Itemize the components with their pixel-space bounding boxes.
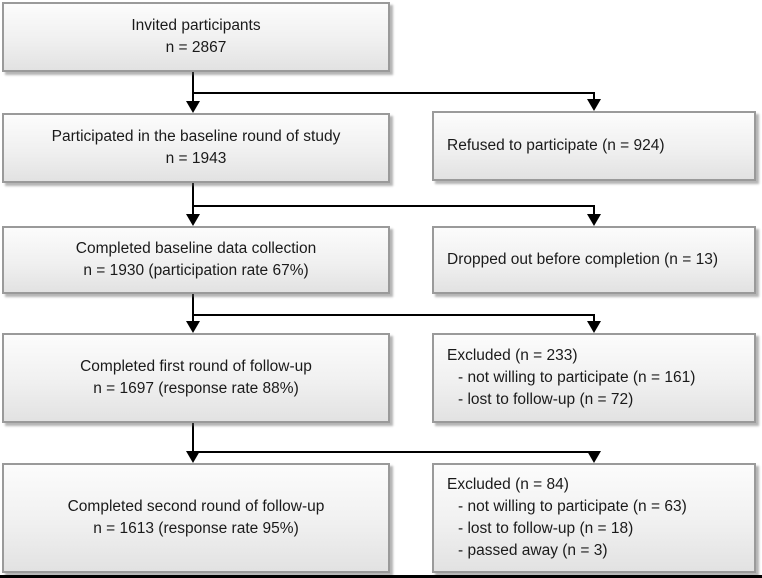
box-text-line: Completed second round of follow-up	[67, 498, 325, 515]
arrow-down-icon	[587, 321, 601, 333]
arrow-down-icon	[587, 451, 601, 463]
flow-box-excluded-second: Excluded (n = 84) - not willing to parti…	[432, 463, 756, 573]
box-subitem-line: - not willing to participate (n = 63)	[458, 498, 687, 515]
box-text-line: Completed first round of follow-up	[80, 358, 312, 375]
flow-box-invited-participants: Invited participants n = 2867	[2, 2, 390, 72]
arrow-down-icon	[186, 451, 200, 463]
connector-1	[192, 72, 595, 103]
flow-box-baseline-round: Participated in the baseline round of st…	[2, 113, 390, 183]
box-text-line: Refused to participate (n = 924)	[447, 137, 665, 154]
arrow-down-icon	[587, 99, 601, 111]
connector-4	[192, 423, 595, 453]
box-count-line: n = 1930 (participation rate 67%)	[83, 262, 309, 279]
connector-3	[192, 294, 595, 323]
box-count-line: n = 2867	[165, 39, 227, 56]
arrow-down-icon	[186, 101, 200, 113]
arrow-down-icon	[186, 321, 200, 333]
box-subitem-line: - not willing to participate (n = 161)	[458, 369, 696, 386]
box-text-line: Invited participants	[131, 17, 261, 34]
box-text-line: Completed baseline data collection	[75, 240, 317, 257]
box-subitem-line: - lost to follow-up (n = 72)	[458, 391, 634, 408]
arrow-down-icon	[587, 214, 601, 226]
box-text-line: Excluded (n = 233)	[447, 347, 578, 364]
page-bottom-border	[0, 575, 762, 578]
box-subitem-line: - passed away (n = 3)	[458, 542, 608, 559]
box-text-line: Dropped out before completion (n = 13)	[447, 251, 718, 268]
flow-box-refused: Refused to participate (n = 924)	[432, 111, 756, 181]
flow-box-followup-second: Completed second round of follow-up n = …	[2, 463, 390, 573]
flow-box-excluded-first: Excluded (n = 233) - not willing to part…	[432, 333, 756, 423]
box-count-line: n = 1943	[165, 150, 227, 167]
box-text-line: Participated in the baseline round of st…	[51, 128, 341, 145]
flow-box-followup-first: Completed first round of follow-up n = 1…	[2, 333, 390, 423]
flow-box-baseline-completed: Completed baseline data collection n = 1…	[2, 226, 390, 294]
box-text-line: Excluded (n = 84)	[447, 476, 569, 493]
box-count-line: n = 1613 (response rate 95%)	[93, 520, 299, 537]
box-subitem-line: - lost to follow-up (n = 18)	[458, 520, 634, 537]
box-count-line: n = 1697 (response rate 88%)	[93, 380, 299, 397]
arrow-down-icon	[186, 214, 200, 226]
connector-2	[192, 183, 595, 216]
flow-box-dropped-out: Dropped out before completion (n = 13)	[432, 226, 756, 294]
